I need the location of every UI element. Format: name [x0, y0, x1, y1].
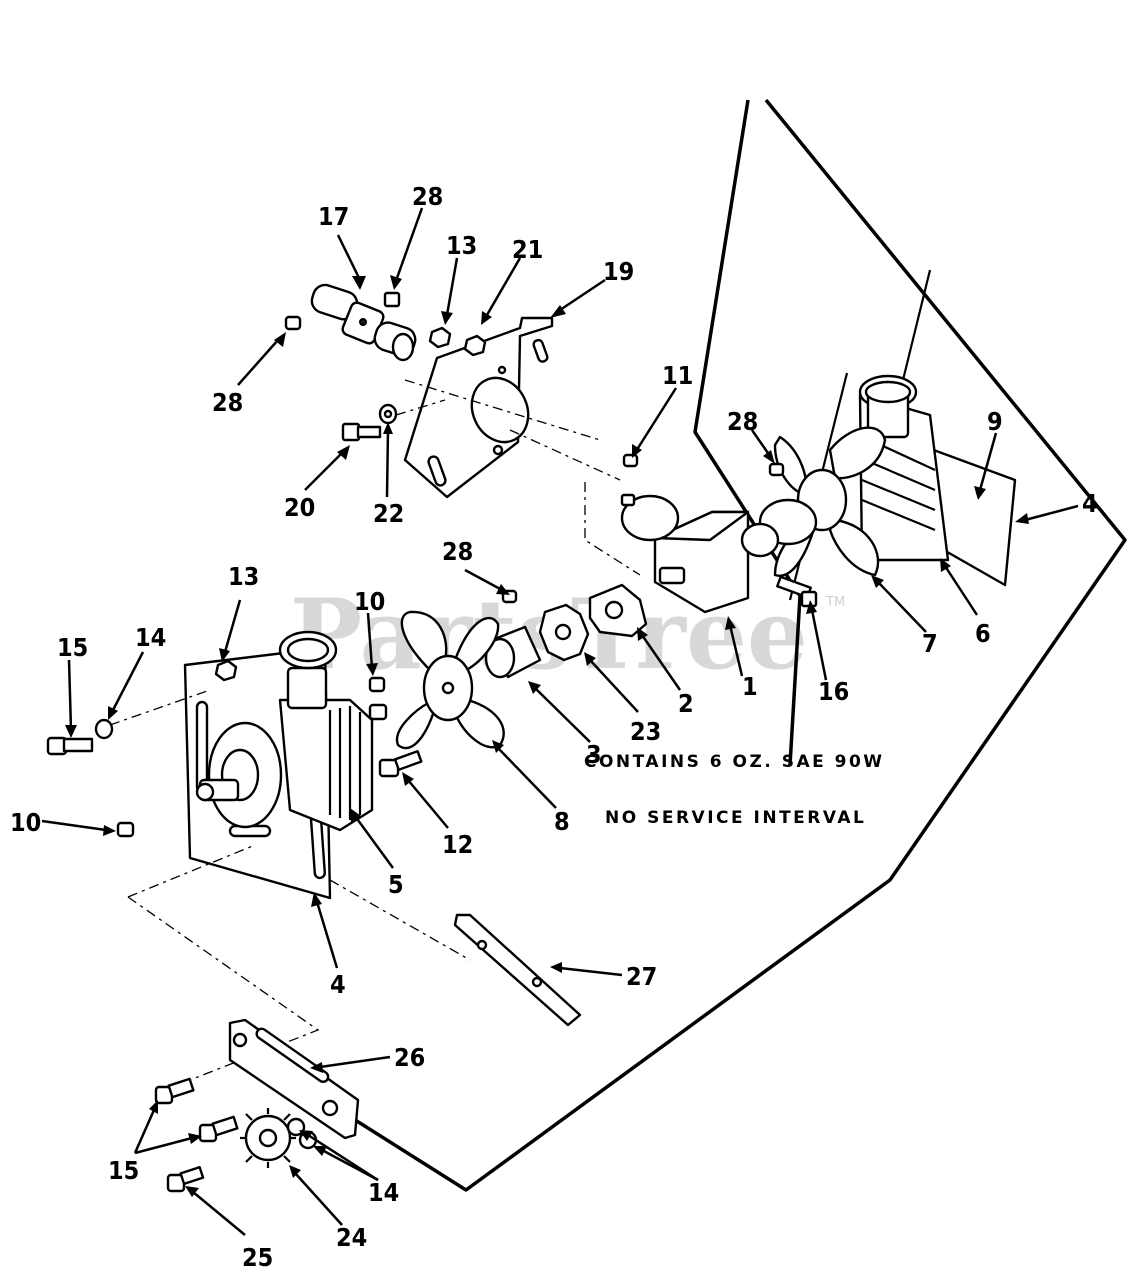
key-11 [622, 453, 639, 468]
strap-27 [453, 913, 582, 1027]
callout-20: 20 [284, 493, 315, 522]
bolt-20 [341, 422, 382, 442]
drive-coupling [740, 498, 818, 558]
adjuster-bracket-26 [228, 1018, 360, 1140]
callout-28: 28 [412, 182, 443, 211]
spider-insert [538, 603, 590, 662]
bolt-15b [154, 1077, 195, 1105]
callout-16: 16 [818, 677, 849, 706]
callout-13: 13 [446, 231, 477, 260]
callout-2: 2 [678, 689, 694, 718]
set-screw-28d [768, 462, 785, 477]
assembly-dash-upper [395, 379, 641, 576]
lubricant-note-line-1: CONTAINS 6 OZ. SAE 90W [584, 752, 885, 772]
leader-arrows [41, 207, 1079, 1236]
callout-4: 4 [330, 970, 346, 999]
callout-15: 15 [108, 1156, 139, 1185]
universal-joint [310, 283, 417, 362]
jaw-coupling [588, 583, 648, 638]
callout-6: 6 [975, 619, 991, 648]
callout-25: 25 [242, 1243, 273, 1272]
callout-22: 22 [373, 499, 404, 528]
gearbox [620, 493, 750, 614]
callout-24: 24 [336, 1223, 367, 1252]
callout-23: 23 [630, 717, 661, 746]
callout-4: 4 [1082, 489, 1098, 518]
callout-28: 28 [442, 537, 473, 566]
key-10a [368, 676, 386, 693]
callout-26: 26 [394, 1043, 425, 1072]
callout-5: 5 [388, 870, 404, 899]
nut-13b [214, 659, 238, 682]
callout-9: 9 [987, 407, 1003, 436]
hydraulic-pump-5 [195, 630, 388, 832]
callout-8: 8 [554, 807, 570, 836]
watermark-tm: TM [825, 595, 845, 610]
washer-14a [94, 718, 114, 740]
callout-14: 14 [368, 1178, 399, 1207]
callout-17: 17 [318, 202, 349, 231]
nut-13a [428, 326, 452, 349]
callout-11: 11 [662, 361, 693, 390]
callout-labels: 17 28 13 21 19 28 20 22 11 28 9 4 28 10 … [10, 182, 1098, 1272]
callout-15: 15 [57, 633, 88, 662]
lubricant-note-line-2: NO SERVICE INTERVAL [605, 808, 866, 828]
callout-27: 27 [626, 962, 657, 991]
bolt-16 [776, 575, 818, 608]
callout-12: 12 [442, 830, 473, 859]
bolt-15a [46, 736, 94, 756]
bolt-15c [198, 1115, 239, 1143]
bolt-12 [378, 749, 423, 778]
callout-13: 13 [228, 562, 259, 591]
coupling-hub [484, 625, 542, 679]
key-10b [116, 821, 135, 838]
nut-21 [463, 334, 487, 357]
callout-7: 7 [922, 629, 938, 658]
sprocket-24 [240, 1108, 296, 1168]
set-screw-28a [383, 291, 401, 308]
callout-28: 28 [727, 407, 758, 436]
callout-28: 28 [212, 388, 243, 417]
callout-10: 10 [354, 587, 385, 616]
assembly-dash-lower [109, 689, 471, 1081]
callout-10: 10 [10, 808, 41, 837]
callout-14: 14 [135, 623, 166, 652]
callout-3: 3 [586, 740, 602, 769]
callout-19: 19 [603, 257, 634, 286]
bolt-25 [166, 1166, 205, 1193]
set-screw-28b [284, 315, 302, 331]
cooling-fan-8 [395, 610, 505, 750]
callout-21: 21 [512, 235, 543, 264]
callout-1: 1 [742, 672, 758, 701]
